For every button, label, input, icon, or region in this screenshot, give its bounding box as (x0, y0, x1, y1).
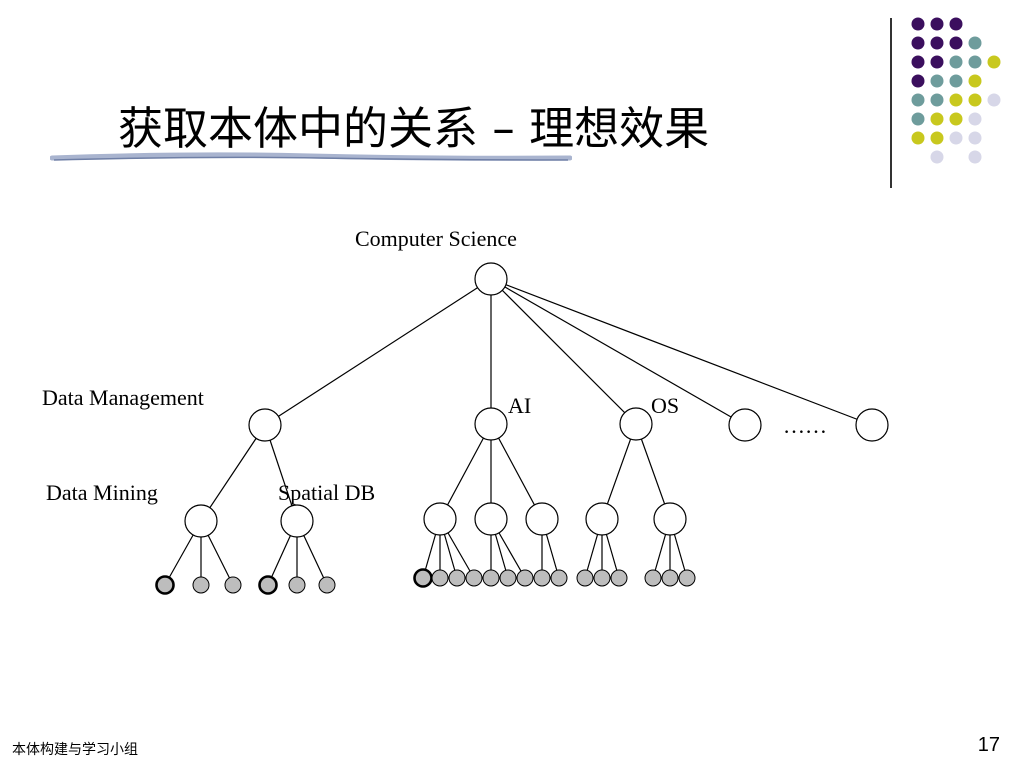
decorative-dot (949, 131, 963, 145)
label-ai: AI (508, 393, 531, 418)
subtopic-node (525, 502, 559, 536)
leaf-node (550, 569, 568, 587)
decorative-dot (911, 74, 925, 88)
topic-node (248, 408, 282, 442)
topic-node (728, 408, 762, 442)
label-data-mining: Data Mining (46, 480, 158, 505)
decorative-dot (968, 150, 982, 164)
leaf-node (661, 569, 679, 587)
tree-edge (200, 424, 266, 522)
leaf-node (431, 569, 449, 587)
decorative-dot-grid (911, 17, 1001, 164)
decorative-dot (930, 55, 944, 69)
label-os: OS (651, 393, 679, 418)
decorative-dot (949, 36, 963, 50)
decorative-dot (968, 55, 982, 69)
decorative-dot (911, 112, 925, 126)
decorative-dot (968, 74, 982, 88)
tree-edge (264, 278, 492, 426)
vertical-divider (890, 18, 892, 188)
tree-edge (264, 424, 298, 522)
decorative-dot (968, 131, 982, 145)
topic-node (474, 407, 508, 441)
tree-labels: Computer Science Data Management AI OS …… (42, 226, 827, 505)
leaf-node (448, 569, 466, 587)
tree-edge (439, 423, 492, 520)
leaf-node (482, 569, 500, 587)
decorative-dot (930, 112, 944, 126)
decorative-dot (968, 112, 982, 126)
decorative-dot (911, 55, 925, 69)
leaf-node (288, 576, 306, 594)
leaf-node (533, 569, 551, 587)
tree-edges (164, 278, 873, 586)
leaf-node (318, 576, 336, 594)
decorative-dot (930, 131, 944, 145)
decorative-dot (949, 17, 963, 31)
tree-edge (490, 278, 746, 426)
leaf-node (465, 569, 483, 587)
topic-node (619, 407, 653, 441)
leaf-node (678, 569, 696, 587)
decorative-dot (930, 74, 944, 88)
label-data-management: Data Management (42, 385, 204, 410)
label-ellipsis: …… (783, 413, 827, 438)
leaf-node (593, 569, 611, 587)
leaf-node (610, 569, 628, 587)
title-underline (50, 152, 572, 161)
decorative-dot (930, 36, 944, 50)
decorative-dot (911, 93, 925, 107)
decorative-dot (911, 17, 925, 31)
label-computer-science: Computer Science (355, 226, 517, 251)
footer-text: 本体构建与学习小组 (12, 742, 138, 758)
tree-edge (601, 423, 637, 520)
topic-node (855, 408, 889, 442)
leaf-node (413, 568, 433, 588)
subtopic-node (423, 502, 457, 536)
leaf-node (516, 569, 534, 587)
slide-title: 获取本体中的关系 – 理想效果 (118, 102, 710, 155)
decorative-dot (930, 150, 944, 164)
subtopic-node (653, 502, 687, 536)
decorative-dot (930, 17, 944, 31)
leaf-node (576, 569, 594, 587)
subtopic-node (474, 502, 508, 536)
decorative-dot (987, 93, 1001, 107)
decorative-dot (987, 55, 1001, 69)
tree-edge (490, 278, 637, 425)
decorative-dot (949, 93, 963, 107)
decorative-dot (930, 93, 944, 107)
tree-edge (490, 278, 873, 426)
subtopic-node (585, 502, 619, 536)
leaf-node (258, 575, 278, 595)
page-number: 17 (977, 734, 1000, 756)
leaf-node (192, 576, 210, 594)
decorative-dot (949, 55, 963, 69)
subtopic-node (184, 504, 218, 538)
decorative-dot (949, 112, 963, 126)
tree-edge (635, 423, 671, 520)
decorative-dot (911, 131, 925, 145)
subtopic-node (280, 504, 314, 538)
leaf-node (224, 576, 242, 594)
node-computer-science (474, 262, 508, 296)
tree-nodes (155, 262, 889, 595)
decorative-dot (968, 36, 982, 50)
decorative-dot (911, 36, 925, 50)
leaf-node (644, 569, 662, 587)
leaf-node (155, 575, 175, 595)
decorative-dot (949, 74, 963, 88)
tree-edge (490, 423, 543, 520)
label-spatial-db: Spatial DB (278, 480, 375, 505)
leaf-node (499, 569, 517, 587)
decorative-dot (968, 93, 982, 107)
